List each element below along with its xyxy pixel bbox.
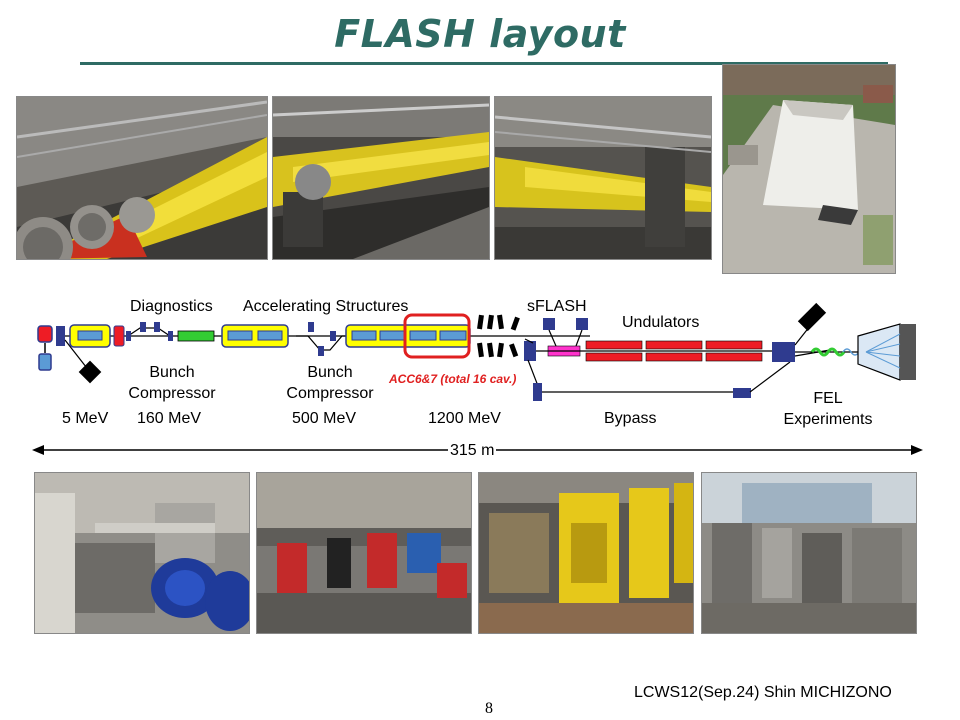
label-undulators: Undulators (622, 314, 700, 331)
label-fel-experiments: FEL Experiments (783, 390, 873, 428)
label-bunch-compressor-2: Bunch Compressor (286, 364, 374, 402)
sflash-laser-2 (576, 318, 588, 330)
photo-tunnel-1 (16, 96, 268, 260)
label-length: 315 m (448, 442, 497, 460)
photo-experiment-hall (701, 472, 917, 634)
photo-tunnel-2 (272, 96, 490, 260)
tunnel-photo-2-image (273, 97, 489, 259)
rf-gun (37, 325, 53, 343)
tunnel-photo-1-image (17, 97, 267, 259)
label-diagnostics: Diagnostics (130, 298, 213, 315)
dump-1 (78, 360, 102, 384)
photo-undulator-supports (478, 472, 694, 634)
aerial-photo-image (723, 65, 895, 273)
undulator-photo-image (479, 473, 693, 633)
label-bunch-compressor-1: Bunch Compressor (128, 364, 216, 402)
injector-photo-image (35, 473, 249, 633)
energy-1200mev: 1200 MeV (428, 410, 501, 427)
label-bypass: Bypass (604, 410, 657, 427)
acc6-7-highlight (403, 313, 471, 359)
energy-500mev: 500 MeV (292, 410, 357, 427)
slide-title: FLASH layout (334, 12, 626, 56)
footer-credit: LCWS12(Sep.24) Shin MICHIZONO (634, 684, 892, 701)
diagnostics-section (177, 330, 215, 342)
collimator-marks (477, 314, 520, 358)
energy-5mev: 5 MeV (62, 410, 109, 427)
title-underline (80, 62, 888, 65)
experiment-hall-icon (857, 323, 901, 381)
photo-beamline (256, 472, 472, 634)
energy-160mev: 160 MeV (137, 410, 202, 427)
beam-dipole (772, 342, 795, 362)
laser-block (38, 353, 52, 371)
photo-injector (34, 472, 250, 634)
photo-tunnel-3 (494, 96, 712, 260)
tunnel-photo-3-image (495, 97, 711, 259)
experiment-hall-photo-image (702, 473, 916, 633)
photo-aerial (722, 64, 896, 274)
beamline-photo-image (257, 473, 471, 633)
dump-2 (797, 302, 827, 332)
page-number: 8 (485, 700, 493, 717)
label-sflash: sFLASH (527, 298, 587, 315)
label-accelerating-structures: Accelerating Structures (243, 298, 409, 315)
fel-photon-beam (810, 347, 846, 357)
undulator-segments (585, 340, 763, 362)
quad-magnet-1 (56, 326, 65, 346)
sflash-laser-1 (543, 318, 555, 330)
label-acc6-7: ACC6&7 (total 16 cav.) (389, 372, 517, 386)
third-harmonic-module (113, 325, 125, 347)
